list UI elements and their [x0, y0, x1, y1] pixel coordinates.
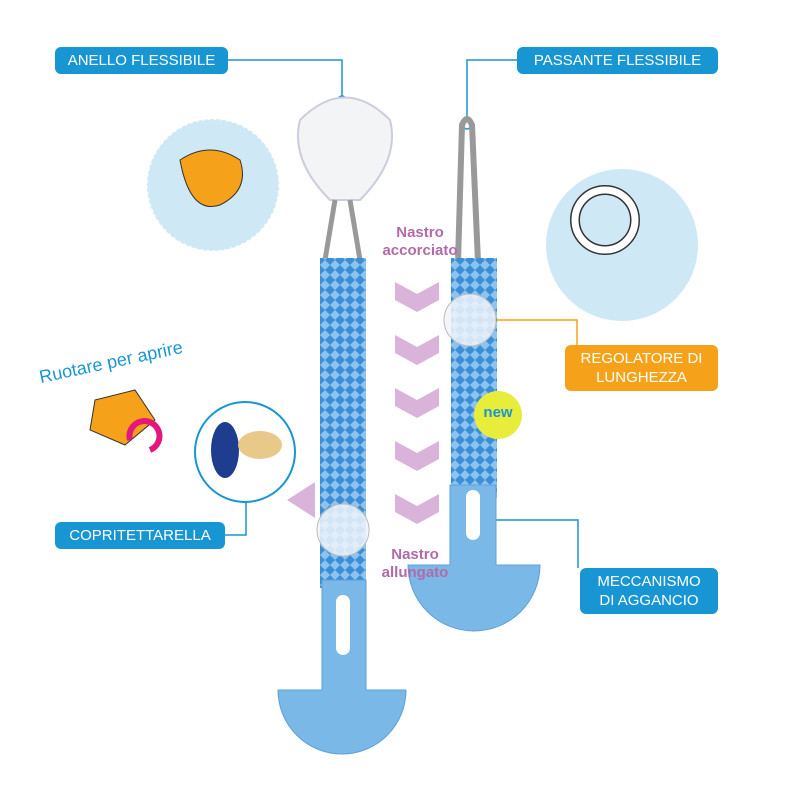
nastro-allungato-line-1: Nastro: [391, 546, 439, 563]
regolatore-line-2: LUNGHEZZA: [596, 369, 687, 386]
meccanismo-label: MECCANISMO DI AGGANCIO: [580, 568, 718, 614]
left-clip: [277, 579, 407, 755]
passante-flessibile-label: PASSANTE FLESSIBILE: [517, 47, 718, 74]
meccanismo-line-1: MECCANISMO: [597, 573, 701, 590]
nastro-allungato-line-2: allungato: [381, 564, 449, 581]
regolatore-label: REGOLATORE DI LUNGHEZZA: [565, 345, 718, 391]
nastro-allungato-label: Nastro allungato: [370, 546, 460, 582]
flexible-ring: [297, 96, 393, 201]
nastro-accorciato-line-2: accorciato: [382, 242, 458, 259]
right-clip: [407, 484, 541, 632]
anello-flessibile-label: ANELLO FLESSIBILE: [55, 47, 228, 74]
copritettarella-label: COPRITETTARELLA: [55, 522, 225, 549]
length-adjuster: [443, 293, 497, 347]
new-badge: new: [483, 404, 513, 421]
flexible-loop: [455, 116, 481, 263]
regolatore-line: [493, 319, 578, 345]
new-badge-bg: [474, 391, 522, 439]
nastro-accorciato-line-1: Nastro: [396, 224, 444, 241]
connector-lines: [225, 59, 579, 568]
nastro-accorciato-label: Nastro accorciato: [375, 224, 465, 260]
chevron-arrows: [287, 282, 439, 524]
regolatore-line-1: REGOLATORE DI: [580, 350, 703, 367]
meccanismo-line-2: DI AGGANCIO: [599, 592, 699, 609]
